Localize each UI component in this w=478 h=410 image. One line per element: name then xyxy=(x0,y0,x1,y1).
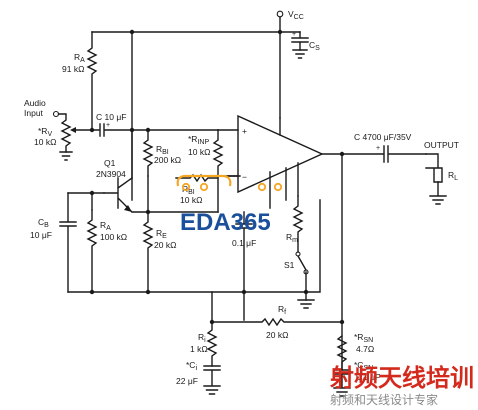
cb-capacitor xyxy=(59,192,77,293)
rbi-label: RBI xyxy=(156,144,169,156)
re-label: RE xyxy=(156,228,167,240)
ri-resistor xyxy=(206,291,218,367)
csn-value: 0.1 μF xyxy=(356,372,380,382)
vcc-label: VCC xyxy=(288,9,304,21)
eda365-text: EDA365 xyxy=(180,209,271,236)
rbi2-label: RBI xyxy=(182,184,195,196)
rv-value: 10 kΩ xyxy=(34,137,56,147)
rv-label: *RV xyxy=(38,126,52,138)
ground-bus xyxy=(67,199,321,309)
ci-value: 22 μF xyxy=(176,376,198,386)
rinp-label: *RINP xyxy=(188,134,209,146)
eda365-watermark: EDA365 xyxy=(176,174,283,236)
c-in-label: C 10 μF xyxy=(96,112,126,122)
svg-text:+: + xyxy=(106,122,110,129)
output-coupling-capacitor: + xyxy=(321,145,427,163)
audio-input-label-1: Audio xyxy=(24,98,46,108)
power-opamp xyxy=(217,114,324,209)
rf-value: 20 kΩ xyxy=(266,330,288,340)
rbi-10k-resistor xyxy=(175,173,219,183)
q1-label: Q1 xyxy=(104,158,116,168)
q1-base-node xyxy=(67,190,105,211)
opamp-plus: + xyxy=(242,126,247,136)
ri-value: 1 kΩ xyxy=(190,344,208,354)
opamp-minus: − xyxy=(242,172,247,182)
q1-transistor xyxy=(103,129,149,213)
ci-capacitor xyxy=(203,365,221,395)
rl-label: RL xyxy=(448,170,458,182)
audio-input-jack xyxy=(52,110,73,161)
rf-resistor xyxy=(209,153,345,371)
s1-label: S1 xyxy=(284,260,295,270)
csn-label: *CSN xyxy=(354,360,373,372)
ra-top-resistor xyxy=(86,31,98,131)
rsn-label: *RSN xyxy=(354,332,373,344)
audio-input-label-2: Input xyxy=(24,108,44,118)
bypass-0p1-capacitor xyxy=(235,211,253,321)
rinp-value: 10 kΩ xyxy=(188,147,210,157)
ra-bottom-label: RA xyxy=(100,220,111,232)
output-label: OUTPUT xyxy=(424,140,459,150)
rm-label: Rm xyxy=(286,232,298,244)
rf-label: Rf xyxy=(278,304,286,316)
rbi-200k-resistor xyxy=(131,127,219,213)
c-out-label: C 4700 μF/35V xyxy=(354,132,412,142)
ra-bottom-value: 100 kΩ xyxy=(100,232,127,242)
re-resistor xyxy=(142,209,219,293)
rsn-value: 4.7Ω xyxy=(356,344,374,354)
input-coupling-capacitor: + xyxy=(91,122,133,137)
ra-top-value: 91 kΩ xyxy=(62,64,84,74)
cb-value: 10 μF xyxy=(30,230,52,240)
rinp-resistor xyxy=(212,129,241,213)
speaker-load xyxy=(425,153,447,205)
ra-top-label: RA xyxy=(74,52,85,64)
svg-text:+: + xyxy=(292,31,296,38)
re-value: 20 kΩ xyxy=(154,240,176,250)
c01-label: 0.1 μF xyxy=(232,238,256,248)
ri-label: Ri xyxy=(198,332,206,344)
watermark-gray-text: 射频和天线设计专家 xyxy=(330,392,438,407)
svg-text:+: + xyxy=(376,145,380,152)
watermark-red-text: 射频天线培训 xyxy=(329,364,474,392)
cs-capacitor: + xyxy=(291,31,309,59)
snubber-network xyxy=(333,335,351,397)
s1-switch xyxy=(295,251,309,293)
cs-label: CS xyxy=(309,40,320,52)
q1-part: 2N3904 xyxy=(96,169,126,179)
vcc-rail xyxy=(91,10,301,201)
rbi2-value: 10 kΩ xyxy=(180,195,202,205)
rf-training-watermark: 射频天线培训 射频和天线设计专家 xyxy=(329,364,474,407)
rm-resistor xyxy=(292,195,304,253)
rbi-value: 200 kΩ xyxy=(154,155,181,165)
rv-wiper-arrow xyxy=(70,127,93,133)
ra-bottom-resistor xyxy=(86,209,98,293)
cb-label: CB xyxy=(38,217,49,229)
ci-label: *Ci xyxy=(186,360,197,372)
